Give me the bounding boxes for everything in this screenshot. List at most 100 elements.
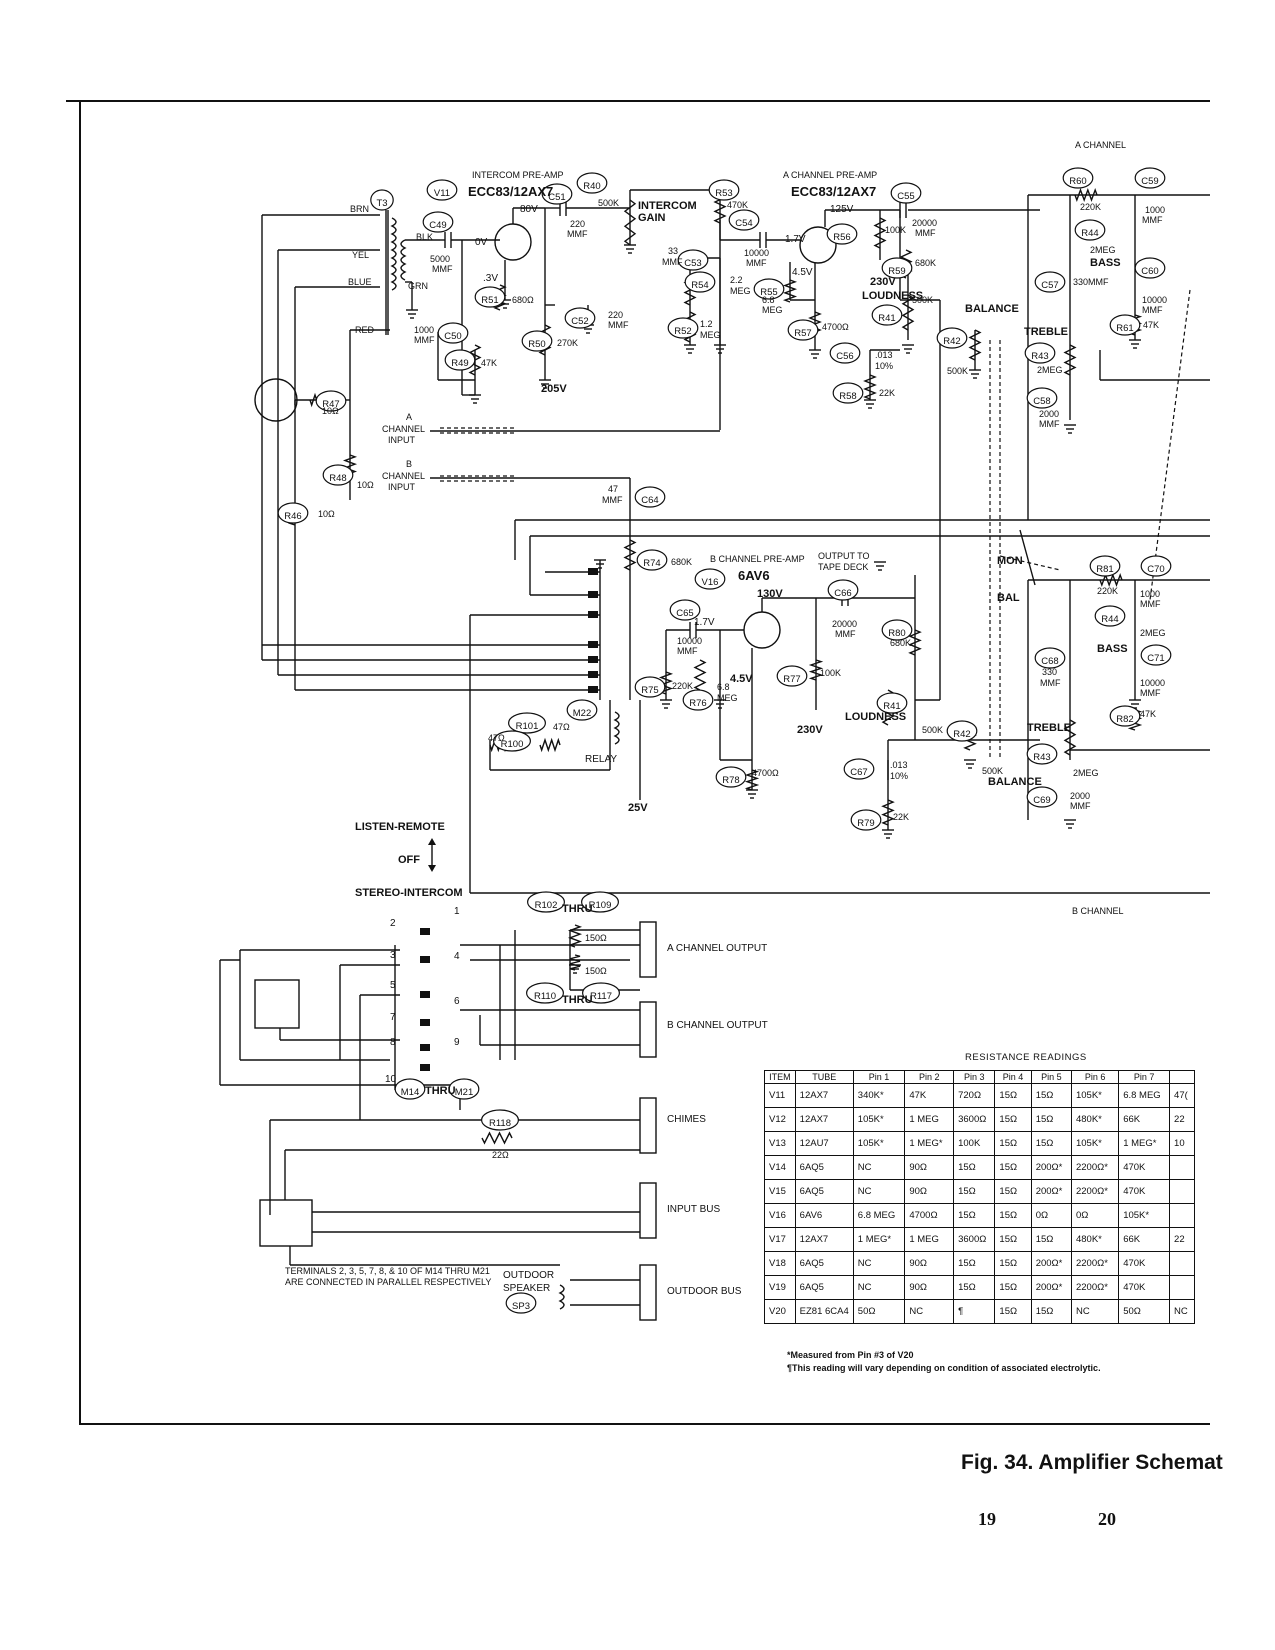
table-cell: 6AV6 bbox=[794, 1203, 854, 1228]
component-tag-r61: R61 bbox=[1109, 314, 1141, 336]
label-balance-a: BALANCE bbox=[965, 303, 1019, 315]
table-cell: 66K bbox=[1118, 1107, 1171, 1132]
svg-text:C49: C49 bbox=[429, 220, 446, 231]
component-tag-c60: C60 bbox=[1134, 257, 1166, 279]
component-tag-r101: R101 bbox=[508, 712, 547, 734]
val-r52: 1.2 bbox=[700, 319, 713, 329]
component-tag-c68: C68 bbox=[1034, 647, 1066, 669]
svg-text:C51: C51 bbox=[548, 192, 565, 203]
table-cell: 15Ω bbox=[994, 1131, 1032, 1156]
svg-text:C66: C66 bbox=[834, 588, 851, 599]
val-res150a: 150Ω bbox=[585, 933, 607, 943]
val-c69u: MMF bbox=[1070, 801, 1091, 811]
ground-symbols bbox=[406, 244, 1141, 974]
switch-number: 6 bbox=[454, 996, 460, 1007]
tube-v16: 6AV6 bbox=[738, 568, 770, 583]
page-number-left: 19 bbox=[978, 1509, 996, 1529]
label-outdoor-speaker-1: OUTDOOR bbox=[503, 1270, 554, 1281]
label-b-preamp: B CHANNEL PRE-AMP bbox=[710, 554, 805, 564]
svg-text:R118: R118 bbox=[489, 1118, 511, 1129]
label-mon: MON bbox=[997, 555, 1023, 567]
table-cell: 2200Ω* bbox=[1070, 1155, 1120, 1180]
val-r51: 680Ω bbox=[512, 295, 534, 305]
table-header-cell: Pin 2 bbox=[904, 1070, 955, 1084]
table-cell: 105K* bbox=[852, 1107, 906, 1132]
component-tag-r82: R82 bbox=[1109, 705, 1141, 727]
val-c66u: MMF bbox=[835, 629, 856, 639]
table-cell: 6AQ5 bbox=[794, 1179, 854, 1204]
val-res150b: 150Ω bbox=[585, 966, 607, 976]
resistor-symbol bbox=[1063, 719, 1077, 756]
table-cell bbox=[1169, 1275, 1195, 1300]
switch-contact bbox=[420, 991, 430, 998]
table-cell: 15Ω bbox=[994, 1155, 1032, 1180]
svg-text:R41: R41 bbox=[878, 313, 895, 324]
val-c50u: MMF bbox=[414, 335, 435, 345]
switch-contacts bbox=[420, 568, 598, 1071]
ground-symbol bbox=[1064, 819, 1076, 829]
component-tag-sp3: SP3 bbox=[505, 1292, 537, 1314]
val-c55: 20000 bbox=[912, 218, 937, 228]
component-tag-r54: R54 bbox=[684, 271, 716, 293]
label-treble-a: TREBLE bbox=[1024, 326, 1068, 338]
svg-text:M14: M14 bbox=[401, 1087, 419, 1098]
component-tag-r50: R50 bbox=[521, 330, 553, 352]
val-r82: 47K bbox=[1140, 709, 1156, 719]
switch-contact bbox=[420, 1044, 430, 1051]
label-listen-remote: LISTEN-REMOTE bbox=[355, 821, 445, 833]
tube-v11-intercom: ECC83/12AX7 bbox=[468, 184, 553, 199]
label-a-channel-output: A CHANNEL OUTPUT bbox=[667, 943, 767, 954]
svg-text:C68: C68 bbox=[1041, 656, 1058, 667]
volt-230b: 230V bbox=[797, 724, 823, 736]
svg-text:C55: C55 bbox=[897, 191, 914, 202]
resistor-symbol bbox=[569, 954, 581, 971]
frame-border bbox=[66, 100, 1210, 1425]
label-output-tape-1: OUTPUT TO bbox=[818, 551, 870, 561]
table-cell: 100K bbox=[953, 1131, 996, 1156]
component-tag-r77: R77 bbox=[776, 665, 808, 687]
component-tag-c67: C67 bbox=[843, 758, 875, 780]
val-c50: 1000 bbox=[414, 325, 434, 335]
component-tag-c70: C70 bbox=[1140, 555, 1172, 577]
label-terminals-note-1: TERMINALS 2, 3, 5, 7, 8, & 10 OF M14 THR… bbox=[285, 1266, 490, 1276]
svg-text:R51: R51 bbox=[481, 295, 498, 306]
svg-text:SP3: SP3 bbox=[512, 1301, 530, 1312]
resistor-symbol bbox=[901, 294, 915, 331]
table-cell: 200Ω* bbox=[1030, 1275, 1072, 1300]
val-c53: 33 bbox=[668, 246, 678, 256]
table-cell: V19 bbox=[764, 1275, 796, 1300]
val-c64u: MMF bbox=[602, 495, 623, 505]
table-cell: 6AQ5 bbox=[794, 1275, 854, 1300]
component-tag-c50: C50 bbox=[437, 322, 469, 344]
svg-text:C60: C60 bbox=[1141, 266, 1158, 277]
table-header-cell: Pin 7 bbox=[1118, 1070, 1171, 1084]
component-tag-c54: C54 bbox=[728, 209, 760, 231]
resistor-symbol bbox=[567, 924, 583, 948]
svg-text:R76: R76 bbox=[689, 698, 706, 709]
svg-text:R58: R58 bbox=[839, 391, 856, 402]
table-cell bbox=[1169, 1179, 1195, 1204]
val-c67u: 10% bbox=[890, 771, 908, 781]
ground-symbol bbox=[882, 829, 894, 839]
table-cell: 15Ω bbox=[953, 1155, 996, 1180]
val-c71: 10000 bbox=[1140, 678, 1165, 688]
svg-text:R101: R101 bbox=[516, 721, 539, 732]
component-tag-r59: R59 bbox=[881, 257, 913, 279]
svg-text:R56: R56 bbox=[833, 232, 850, 243]
component-tag-c65: C65 bbox=[669, 599, 701, 621]
svg-text:R110: R110 bbox=[534, 991, 556, 1002]
component-tag-r60: R60 bbox=[1062, 167, 1094, 189]
switch-contact bbox=[588, 591, 598, 598]
component-tag-r100: R100 bbox=[493, 730, 532, 752]
ground-symbol bbox=[964, 759, 976, 769]
svg-text:C58: C58 bbox=[1033, 396, 1050, 407]
val-r75: 220K bbox=[672, 681, 693, 691]
component-tag-c58: C58 bbox=[1026, 387, 1058, 409]
table-cell: 15Ω bbox=[994, 1107, 1032, 1132]
table-cell: 15Ω bbox=[994, 1227, 1032, 1252]
ground-symbol bbox=[624, 244, 636, 254]
figure-caption: Fig. 34. Amplifier Schemat bbox=[961, 1451, 1223, 1474]
